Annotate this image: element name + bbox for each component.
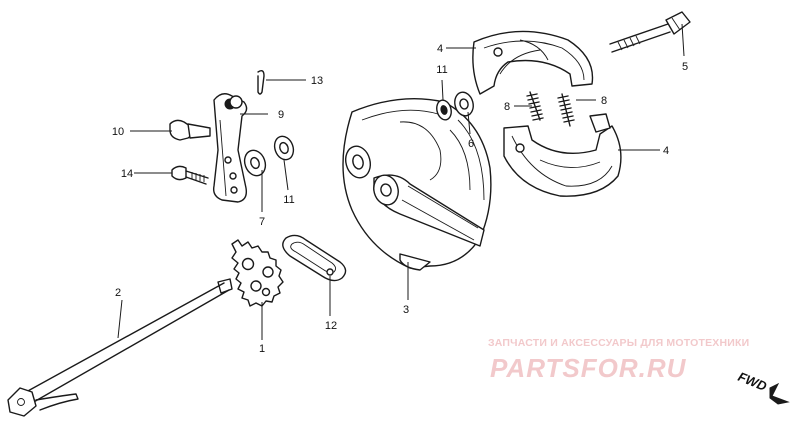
watermark-tagline: ЗАПЧАСТИ И АКСЕССУАРЫ ДЛЯ МОТОТЕХНИКИ [488, 337, 749, 349]
fwd-arrow-icon [769, 382, 790, 405]
washer-upper [436, 99, 452, 121]
gasket-plate [282, 234, 347, 282]
leader-lines [117, 23, 685, 340]
fwd-label: FWD [736, 369, 770, 394]
callout-8-left: 8 [504, 101, 510, 113]
callout-6: 6 [468, 138, 474, 150]
callout-4-upper: 4 [437, 43, 443, 55]
brake-panel [342, 98, 492, 271]
watermark: ЗАПЧАСТИ И АКСЕССУАРЫ ДЛЯ МОТОТЕХНИКИ PA… [488, 337, 749, 383]
callout-labels: 1 2 3 4 4 5 6 7 8 8 9 10 11 11 12 13 14 [112, 43, 688, 355]
anchor-bolt [609, 11, 691, 53]
callout-5: 5 [682, 61, 688, 73]
callout-9: 9 [278, 109, 284, 121]
callout-2: 2 [115, 287, 121, 299]
callout-7: 7 [259, 216, 265, 228]
callout-1: 1 [259, 343, 265, 355]
callout-12: 12 [325, 320, 337, 332]
brake-cam-lever [212, 93, 248, 203]
washer-left [243, 149, 267, 177]
callout-8-right: 8 [601, 95, 607, 107]
shoe-spring-right [557, 93, 575, 127]
callout-11-upper: 11 [436, 64, 447, 76]
callout-10: 10 [112, 126, 124, 138]
forward-direction-indicator: FWD [736, 369, 790, 405]
shoe-spring-left [526, 91, 544, 121]
brake-arm-sprocket [231, 239, 284, 307]
spacer [454, 91, 474, 117]
callout-13: 13 [311, 75, 323, 87]
brake-shoe-lower [503, 113, 622, 197]
callout-3: 3 [403, 304, 409, 316]
watermark-logo: PARTSFOR.RU [490, 353, 687, 383]
cotter-pin [257, 69, 265, 95]
washer-lower [273, 135, 295, 161]
small-bolt [171, 165, 209, 185]
callout-4-lower: 4 [663, 145, 669, 157]
brake-shoe-upper [472, 30, 594, 95]
callout-14: 14 [121, 168, 133, 180]
pivot-bolt [169, 119, 211, 141]
brake-rod [7, 278, 233, 417]
callout-11-lower: 11 [283, 194, 294, 206]
